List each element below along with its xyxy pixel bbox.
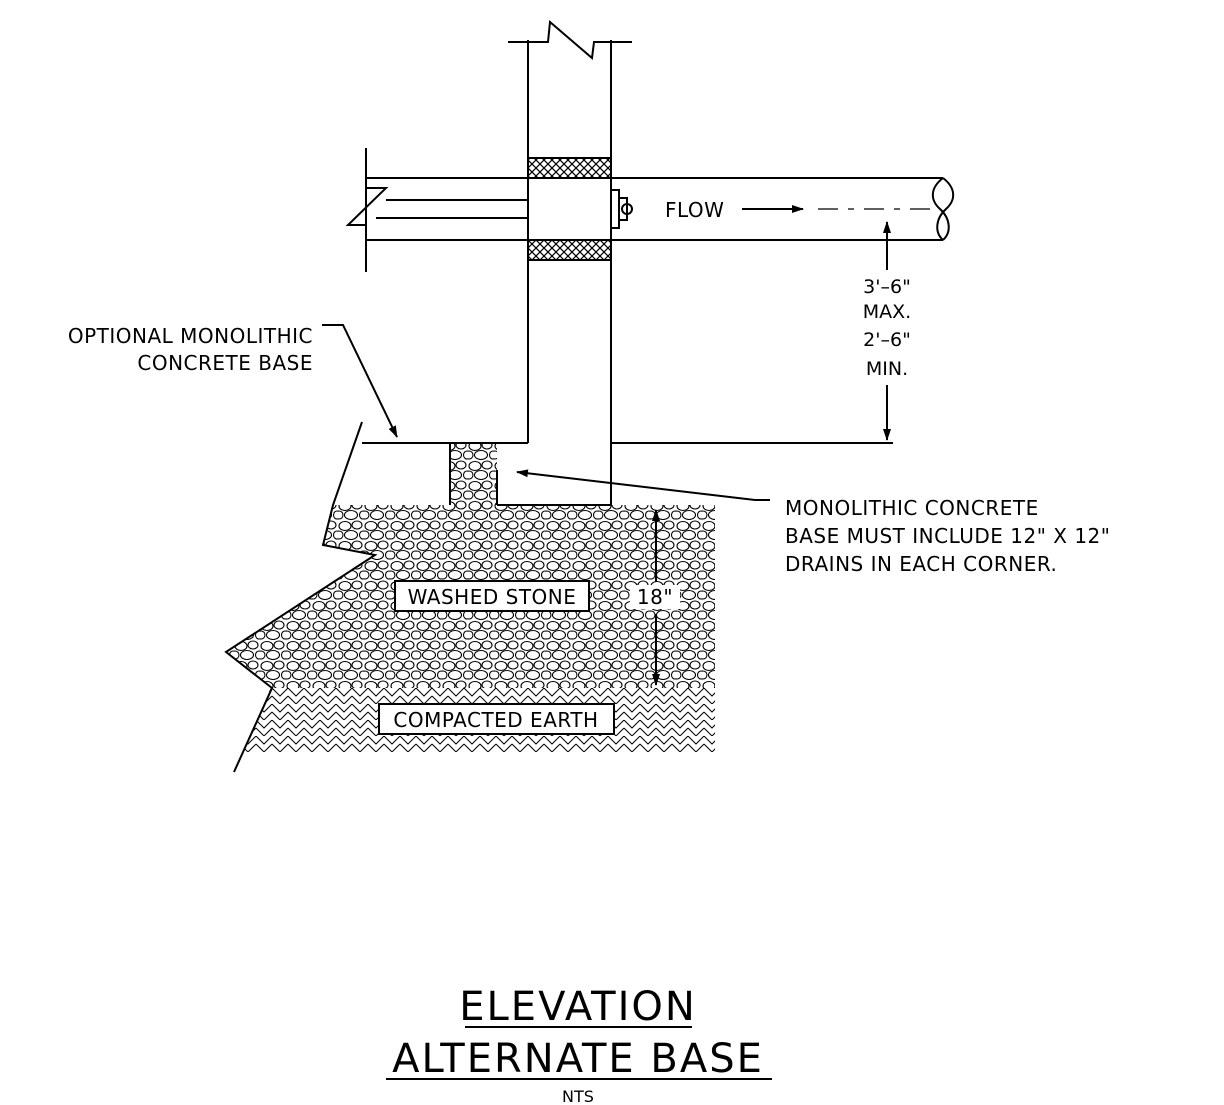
title-scale: NTS [562,1087,594,1105]
pipe-seal-top [527,157,612,179]
broken-ground-line [224,421,378,773]
washed-stone-label: WASHED STONE [408,585,577,609]
title-elevation: ELEVATION [459,984,697,1030]
monolithic-note-line2: BASE MUST INCLUDE 12" X 12" [785,524,1110,548]
monolithic-note-line1: MONOLITHIC CONCRETE [785,496,1039,520]
inlet-pipe [345,148,528,272]
wall-riser [508,19,632,505]
optional-base-line2: CONCRETE BASE [137,351,313,375]
stone-depth-mask [630,585,680,609]
dim-min-label: MIN. [866,358,908,380]
dim-max-label: MAX. [863,301,911,323]
flow-label: FLOW [665,198,724,222]
dim-max-value: 3'–6" [863,276,911,298]
pipe-seal-bottom [527,239,612,261]
washed-stone-box [394,580,590,612]
washed-stone-fill [226,443,715,688]
compacted-earth-label: COMPACTED EARTH [393,708,598,732]
title-alternate-base: ALTERNATE BASE [392,1036,764,1082]
concrete-base [362,442,893,506]
optional-base-line1: OPTIONAL MONOLITHIC [68,324,313,348]
compacted-earth-box [378,703,615,735]
dim-min-value: 2'–6" [863,329,911,351]
stone-depth-label: 18" [637,585,673,609]
monolithic-leader [516,469,770,501]
monolithic-note-line3: DRAINS IN EACH CORNER. [785,552,1057,576]
optional-base-leader [322,324,398,438]
bolt-flange [610,189,633,229]
